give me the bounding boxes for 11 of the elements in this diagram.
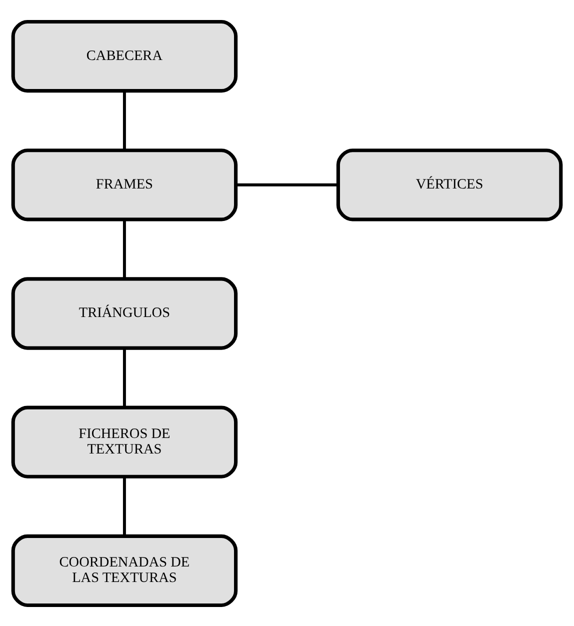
node-box: VÉRTICES — [336, 148, 563, 221]
connector — [122, 90, 126, 150]
node-box: FICHEROS DE TEXTURAS — [11, 405, 238, 478]
connector — [122, 476, 126, 536]
connector — [236, 182, 338, 186]
node-box: FRAMES — [11, 148, 238, 221]
node-box: CABECERA — [11, 19, 238, 92]
node-box: TRIÁNGULOS — [11, 276, 238, 350]
node-box: COORDENADAS DE LAS TEXTURAS — [11, 534, 238, 607]
connector — [122, 219, 126, 278]
connector — [122, 348, 126, 407]
